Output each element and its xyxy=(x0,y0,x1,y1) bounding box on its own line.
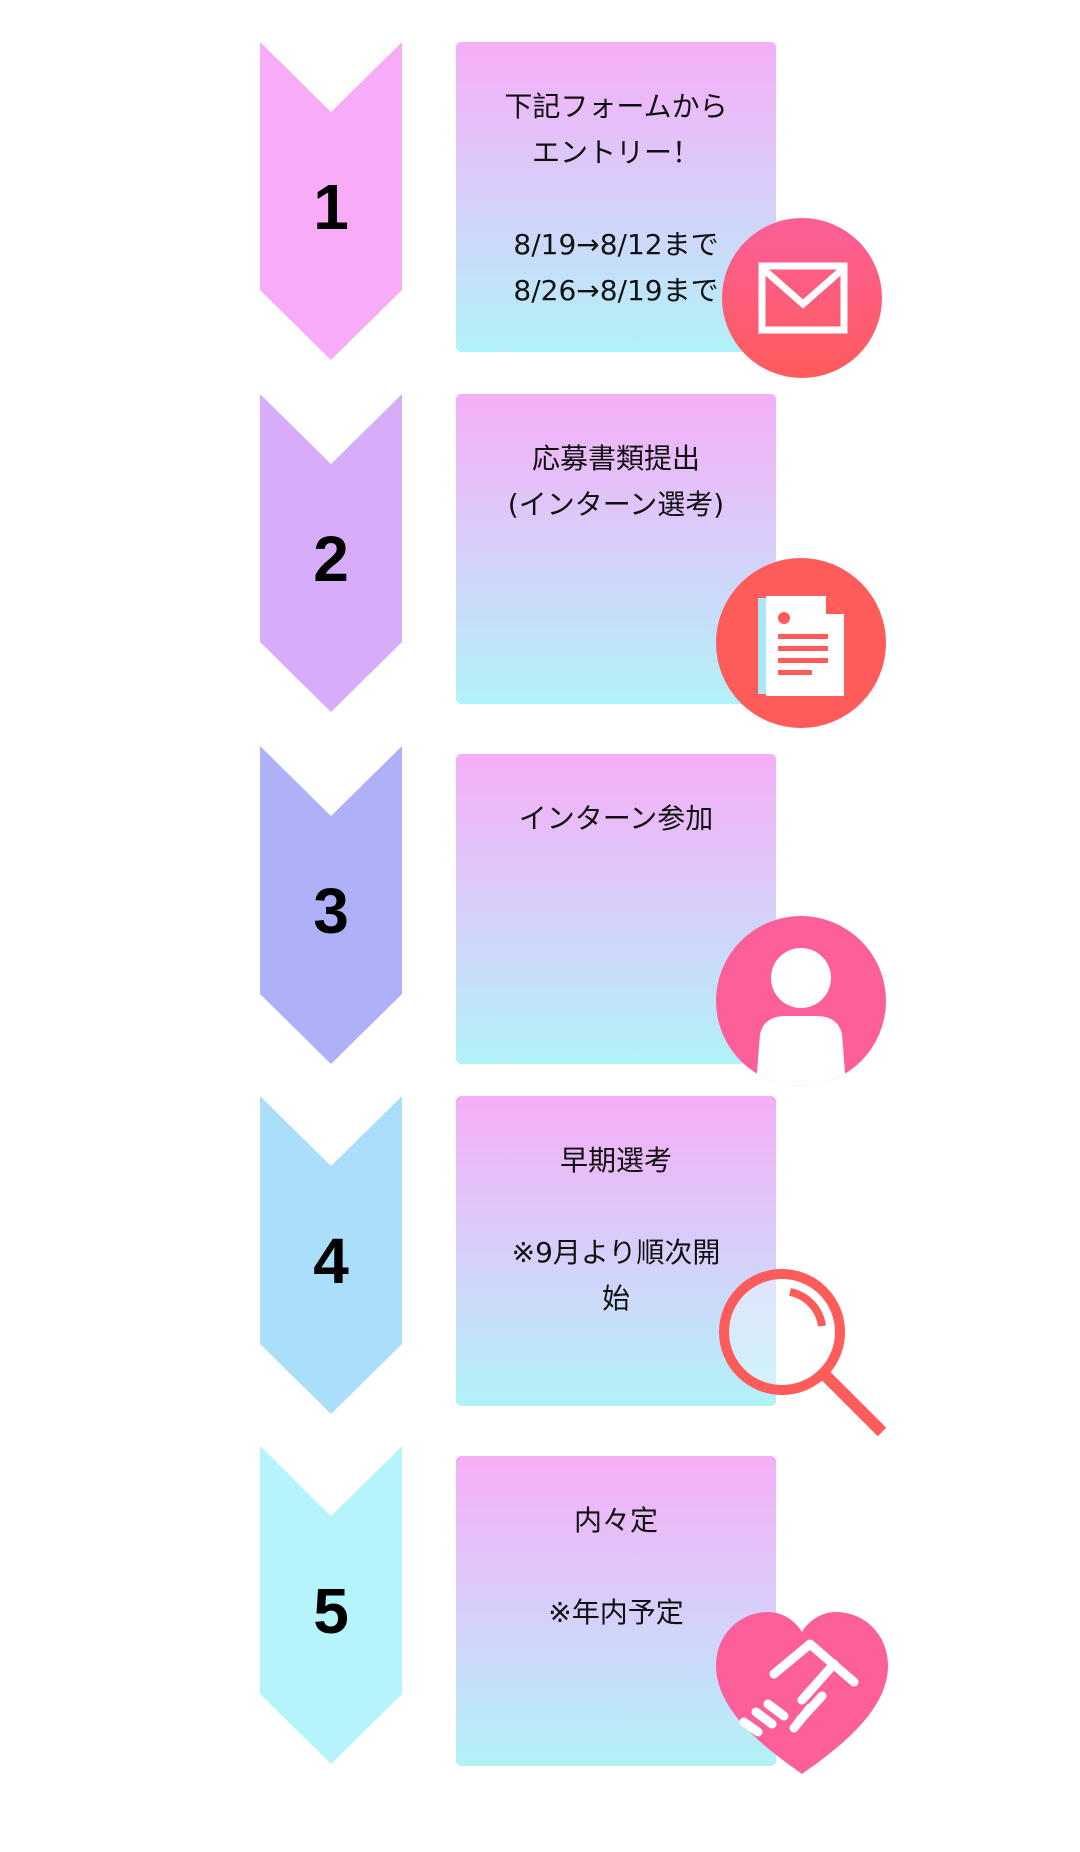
step-number-1: 1 xyxy=(313,171,349,243)
step-number-5: 5 xyxy=(313,1575,349,1647)
step-card-5: 内々定 ※年内予定 xyxy=(456,1456,776,1766)
step-text-2: 応募書類提出 (インターン選考) xyxy=(507,442,725,521)
step-text-1: 下記フォームから エントリー！ 8/19→8/12まで 8/26→8/19まで xyxy=(504,90,728,307)
step-card-2: 応募書類提出 (インターン選考) xyxy=(456,394,776,704)
step-number-4: 4 xyxy=(313,1225,349,1297)
step-3: 3 インターン参加 xyxy=(0,746,1080,1086)
step-number-3: 3 xyxy=(313,875,349,947)
step-chevron-1 xyxy=(260,42,402,360)
step-2: 2 応募書類提出 (インターン選考) xyxy=(0,394,1080,728)
step-card-4: 早期選考 ※9月より順次開 始 xyxy=(456,1096,776,1406)
step-4: 4 早期選考 ※9月より順次開 始 xyxy=(0,1096,1080,1437)
magnifier-icon xyxy=(714,1264,890,1440)
step-chevron-5 xyxy=(260,1446,402,1764)
step-chevron-3 xyxy=(260,746,402,1064)
step-number-2: 2 xyxy=(313,523,349,595)
step-1: 1 下記フォームから エントリー！ 8/19→8/12まで 8/26→8/19ま… xyxy=(0,42,1080,378)
step-text-3: インターン参加 xyxy=(518,802,714,835)
step-text-5: 内々定 ※年内予定 xyxy=(548,1504,684,1629)
step-text-4: 早期選考 ※9月より順次開 始 xyxy=(511,1144,721,1315)
step-5: 5 内々定 ※年内予定 xyxy=(0,1446,1080,1774)
mail-icon xyxy=(722,218,882,378)
step-chevron-2 xyxy=(260,394,402,712)
person-icon xyxy=(716,916,886,1086)
document-icon xyxy=(716,558,886,728)
step-chevron-4 xyxy=(260,1096,402,1414)
handshake-heart-icon xyxy=(714,1604,890,1780)
